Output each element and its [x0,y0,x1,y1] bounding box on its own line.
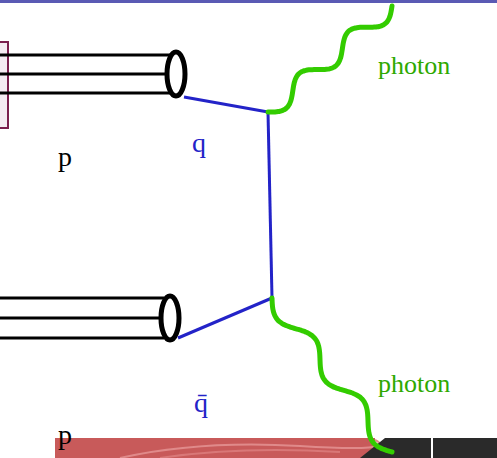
photon-lines [268,6,392,452]
proton-line [0,73,166,76]
photon-wave [268,6,392,112]
footer-curve [160,450,340,458]
particle-label: photon [378,52,450,81]
particle-label: q [192,128,206,159]
antiquark-line [178,298,272,338]
particle-label: photon [378,370,450,399]
proton-line [0,54,170,57]
quark-propagator [268,112,272,298]
photon-wave [272,298,392,452]
footer-divider [431,438,433,458]
particle-label: p [58,142,72,173]
proton-bottom [0,296,179,340]
particle-label: q̄ [194,388,208,419]
proton-line [0,297,164,300]
quark-lines [178,97,272,338]
top-rule [0,0,497,3]
proton-line [0,92,170,95]
footer-curve [120,440,380,458]
quark-line [184,97,268,112]
proton-blob [161,296,179,340]
proton-line [0,317,160,320]
proton-blob [167,52,185,96]
particle-label: p [58,420,72,451]
proton-line [0,337,164,340]
bottom-band [55,438,497,458]
proton-top [0,52,185,96]
